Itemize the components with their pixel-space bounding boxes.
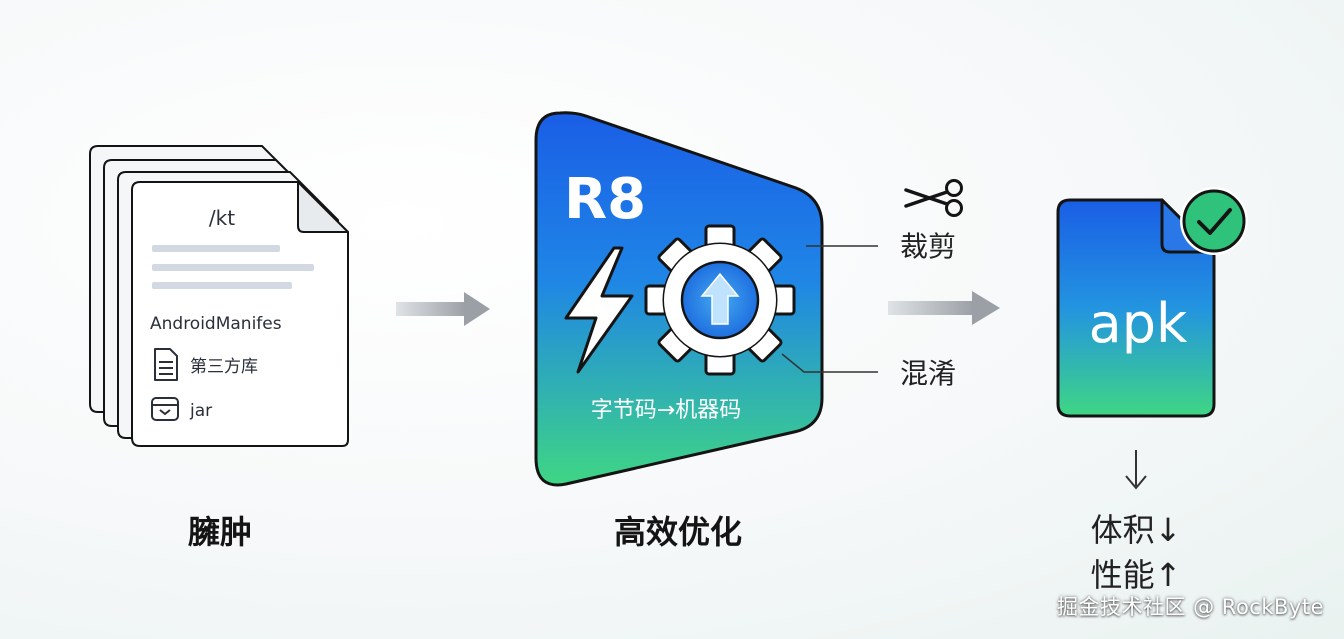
- trim-label: 裁剪: [900, 230, 956, 263]
- scissors-icon: [904, 179, 963, 217]
- arrow-right-1: [396, 292, 490, 326]
- manifest-label: AndroidManifes: [150, 314, 282, 334]
- down-arrow-icon: [1125, 450, 1147, 490]
- performance-result: 性能↑: [1091, 556, 1182, 594]
- apk-file: apk: [1056, 187, 1248, 418]
- document-fold: [297, 181, 349, 233]
- archive-icon: [151, 397, 179, 421]
- optimize-caption: 高效优化: [614, 513, 742, 551]
- gear-icon: [644, 224, 796, 376]
- watermark: 掘金技术社区 @ RockByte: [1056, 595, 1324, 619]
- obfuscate-connector: [781, 353, 878, 373]
- bloated-caption: 臃肿: [188, 513, 252, 551]
- jar-label: jar: [189, 401, 212, 421]
- arrow-right-2: [888, 291, 1000, 325]
- lightning-icon: [564, 246, 634, 374]
- check-icon: [1180, 187, 1248, 255]
- r8-optimizer: R8 字节码→机器码: [534, 111, 824, 487]
- r8-title: R8: [564, 167, 646, 232]
- text-placeholder-line: [152, 264, 314, 271]
- obfuscate-label: 混淆: [900, 357, 956, 390]
- size-result: 体积↓: [1091, 511, 1182, 549]
- document-lines-icon: [154, 348, 178, 381]
- text-placeholder-line: [152, 245, 280, 252]
- third-party-label: 第三方库: [190, 357, 258, 377]
- stacked-documents: /kt AndroidManifes 第三方库 jar: [89, 145, 349, 447]
- file-extension-label: /kt: [209, 206, 235, 230]
- r8-subtitle: 字节码→机器码: [591, 398, 741, 423]
- text-placeholder-line: [152, 282, 292, 289]
- up-arrow-icon: [700, 272, 740, 325]
- apk-label: apk: [1089, 292, 1188, 355]
